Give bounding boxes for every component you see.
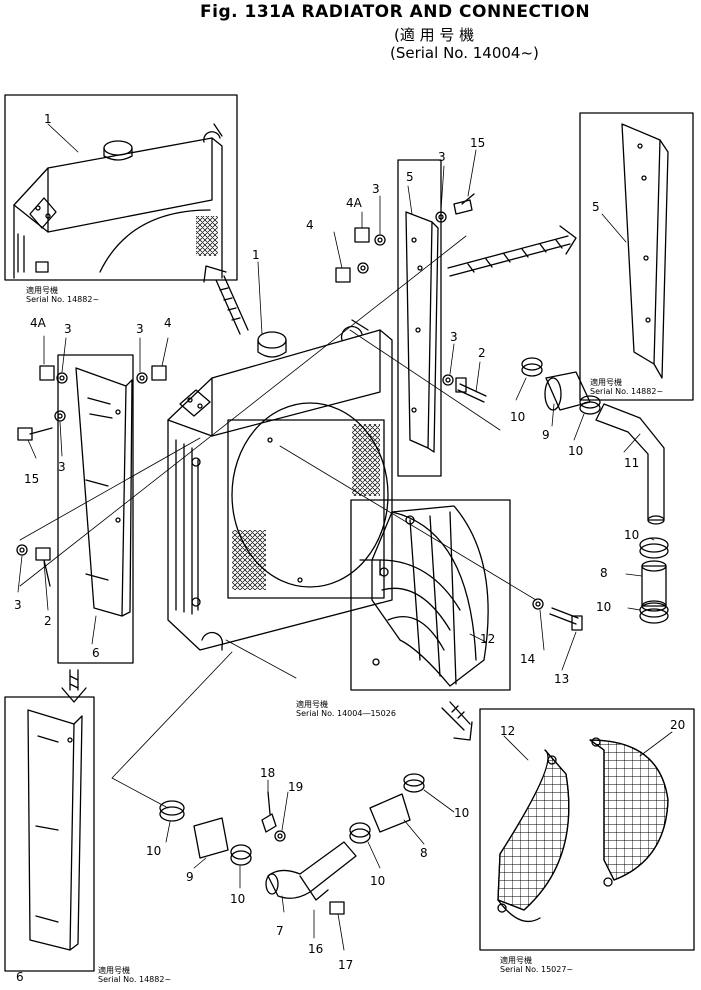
callout-label: 15: [470, 136, 486, 150]
figure-title: Fig. 131A RADIATOR AND CONNECTION: [200, 2, 591, 22]
caption-serial: Serial No. 14882~: [26, 295, 100, 304]
callout-label: 16: [308, 942, 324, 956]
leader-lines: [17, 123, 673, 951]
callout-label: 10: [624, 528, 640, 542]
fan-shroud: [350, 499, 511, 691]
callout-label: 17: [338, 958, 354, 972]
callout-label: 8: [600, 566, 608, 580]
callout-label: 10: [146, 844, 162, 858]
callout-label: 11: [624, 456, 640, 470]
callout-label: 15: [24, 472, 40, 486]
callout-label: 4: [306, 218, 314, 232]
callout-label: 10: [596, 600, 612, 614]
callout-label: 3: [438, 150, 446, 164]
callout-label: 4: [164, 316, 172, 330]
arrow-to-bottom-right: [441, 701, 473, 741]
caption-bottom-left: 適用号機 Serial No. 14882~: [98, 966, 171, 984]
callout-label: 20: [670, 718, 686, 732]
fasteners: [16, 193, 583, 631]
caption-jp: 適用号機: [98, 966, 130, 975]
caption-top-right: 適用号機 Serial No. 14882~: [590, 378, 663, 396]
inset-top-right: [579, 112, 694, 401]
callout-label: 4A: [30, 316, 46, 330]
caption-serial: Serial No. 14882~: [98, 975, 172, 984]
callout-label: 10: [230, 892, 246, 906]
callout-label: 3: [450, 330, 458, 344]
main-radiator: [167, 319, 393, 651]
caption-top-left: 適用号機 Serial No. 14882~: [26, 286, 99, 304]
callout-label: 6: [92, 646, 100, 660]
clamp-and-sleeve-right: [639, 537, 669, 624]
callout-label: 3: [58, 460, 66, 474]
callout-label: 14: [520, 652, 536, 666]
callout-label: 10: [454, 806, 470, 820]
inset-bottom-right: [479, 708, 695, 951]
caption-serial: Serial No. 15027~: [500, 965, 574, 974]
caption-jp: 適用号機: [590, 378, 622, 387]
callout-label: 9: [186, 870, 194, 884]
callout-label: 10: [568, 444, 584, 458]
callout-label: 10: [370, 874, 386, 888]
caption-serial: Serial No. 14882~: [590, 387, 664, 396]
callout-label: 12: [480, 632, 496, 646]
inset-bottom-left: [4, 696, 95, 972]
arrow-to-top-right: [447, 225, 577, 277]
applicability-label: (適 用 号 機: [394, 26, 475, 44]
callout-label: 8: [420, 846, 428, 860]
caption-jp: 適用号機: [296, 700, 328, 709]
caption-jp: 適用号機: [500, 956, 532, 965]
callout-label: 3: [136, 322, 144, 336]
callout-label: 3: [64, 322, 72, 336]
left-bracket: [57, 354, 134, 664]
callout-label: 2: [478, 346, 486, 360]
callout-label: 10: [510, 410, 526, 424]
callout-label: 5: [406, 170, 414, 184]
callout-label: 2: [44, 614, 52, 628]
serial-range-label: (Serial No. 14004~): [390, 44, 539, 62]
callout-label: 7: [276, 924, 284, 938]
lower-hose-group: [159, 773, 425, 915]
caption-center: 適用号機 Serial No. 14004―15026: [296, 700, 396, 718]
callout-label: 18: [260, 766, 276, 780]
callout-label: 6: [16, 970, 24, 984]
callout-label: 19: [288, 780, 304, 794]
callout-label: 13: [554, 672, 570, 686]
callout-label: 12: [500, 724, 516, 738]
upper-hose-group: [521, 357, 665, 525]
callout-label: 3: [372, 182, 380, 196]
caption-serial: Serial No. 14004―15026: [296, 709, 396, 718]
arrow-from-top-left: [203, 265, 249, 335]
caption-jp: 適用号機: [26, 286, 58, 295]
caption-bottom-right: 適用号機 Serial No. 15027~: [500, 956, 573, 974]
callout-label: 5: [592, 200, 600, 214]
right-bracket: [397, 159, 442, 477]
callout-label: 1: [44, 112, 52, 126]
callout-label: 9: [542, 428, 550, 442]
arrow-to-bottom-left: [61, 669, 87, 703]
callout-label: 4A: [346, 196, 362, 210]
callout-label: 3: [14, 598, 22, 612]
callout-label: 1: [252, 248, 260, 262]
inset-top-left: [4, 94, 238, 281]
